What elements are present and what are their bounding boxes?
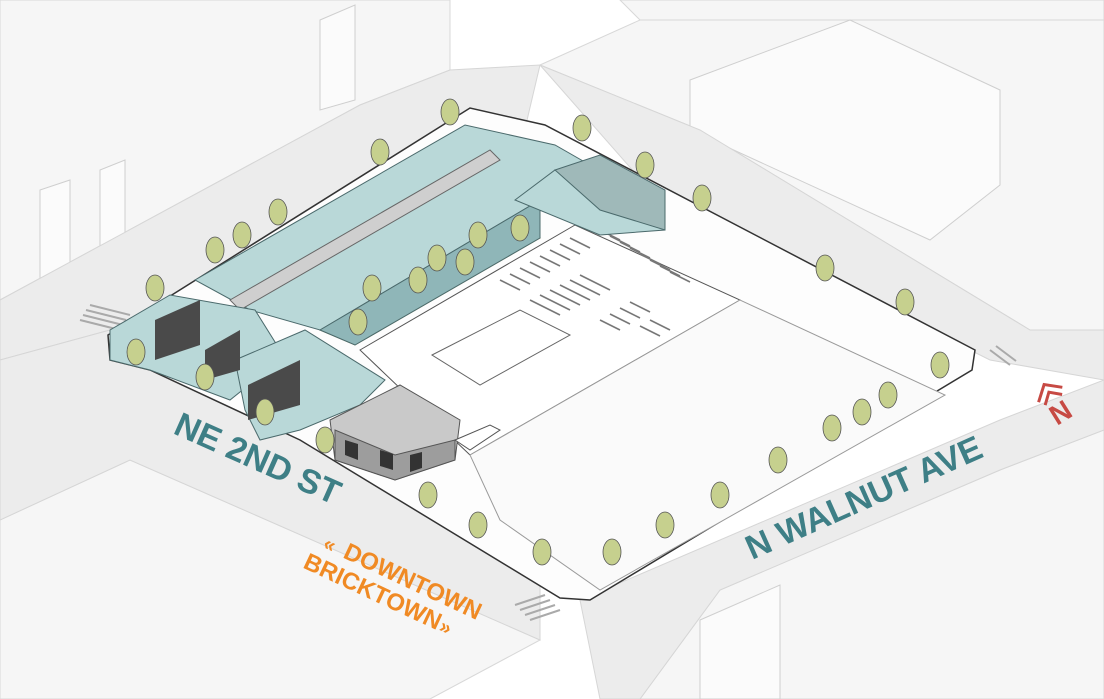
context-building-s: [699, 584, 781, 699]
tree: [315, 426, 335, 454]
tree: [878, 381, 898, 409]
tree: [635, 151, 655, 179]
tree: [205, 236, 225, 264]
tree: [468, 511, 488, 539]
service-door-1: [345, 440, 358, 460]
tree: [815, 254, 835, 282]
service-building: [329, 384, 501, 481]
tree: [255, 398, 275, 426]
tree: [768, 446, 788, 474]
building-garage-dark: [554, 154, 666, 231]
tree: [468, 221, 488, 249]
tree: [408, 266, 428, 294]
tree: [455, 248, 475, 276]
tree: [427, 244, 447, 272]
parking-stripes: [499, 229, 691, 337]
service-door-2: [380, 450, 393, 470]
tree: [655, 511, 675, 539]
street-walnut: [579, 379, 1104, 699]
tree: [532, 538, 552, 566]
plaza-area: [469, 299, 947, 591]
tree: [268, 198, 288, 226]
crosswalks: [79, 304, 1017, 621]
tree: [348, 308, 368, 336]
tree: [232, 221, 252, 249]
trees: [126, 98, 950, 566]
tree: [510, 214, 530, 242]
context-buildings: [39, 4, 1001, 699]
tree: [362, 274, 382, 302]
tree: [852, 398, 872, 426]
dark-facade-1: [155, 300, 200, 360]
parking-island: [430, 309, 572, 386]
tree: [418, 481, 438, 509]
context-building-nw: [319, 4, 356, 111]
tree: [602, 538, 622, 566]
north-arrow-icon: [1037, 382, 1063, 406]
tree: [572, 114, 592, 142]
context-block-northeast: [619, 0, 1104, 21]
tree: [895, 288, 915, 316]
tree: [930, 351, 950, 379]
service-door-3: [410, 452, 422, 472]
tree: [126, 338, 146, 366]
tree: [692, 184, 712, 212]
tree: [195, 363, 215, 391]
tree: [822, 414, 842, 442]
tree: [710, 481, 730, 509]
dark-facade-2: [205, 330, 240, 380]
tree: [370, 138, 390, 166]
tree: [145, 274, 165, 302]
tree: [440, 98, 460, 126]
ramp-entry: [453, 424, 501, 451]
